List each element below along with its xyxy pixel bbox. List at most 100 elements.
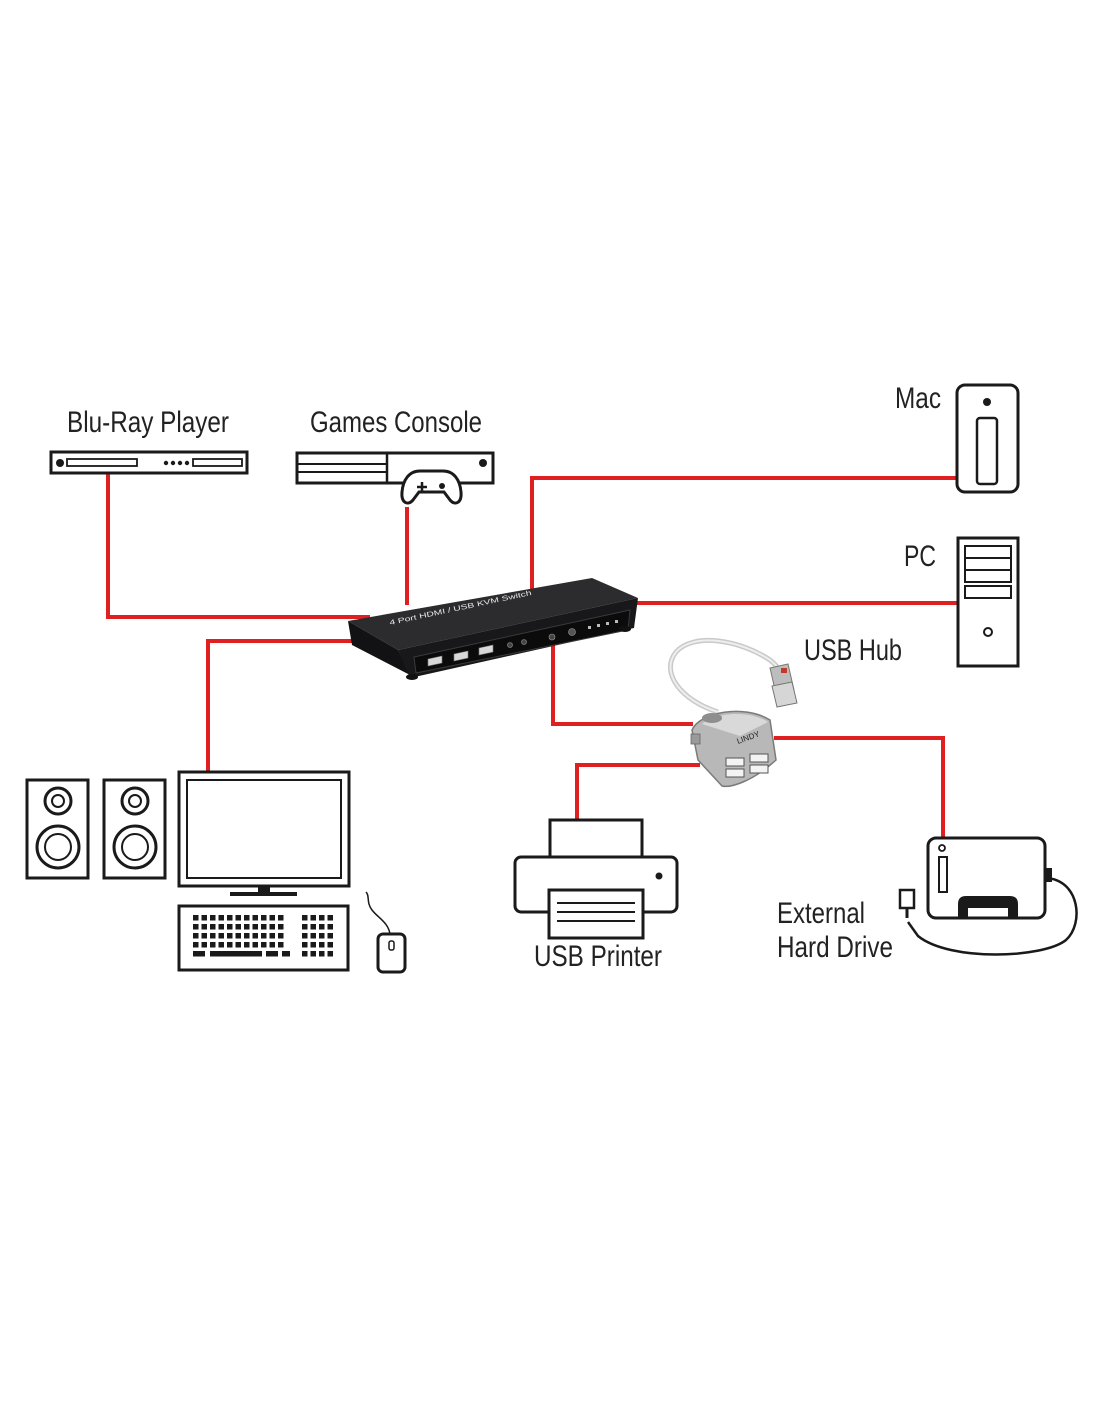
mac: Mac bbox=[895, 382, 1020, 494]
kvm-switch: 4 Port HDMI / USB KVM Switch bbox=[348, 578, 638, 680]
games-console: Games Console bbox=[295, 406, 495, 505]
keyboard-key bbox=[327, 951, 333, 957]
keyboard-key bbox=[210, 915, 216, 921]
keyboard-key bbox=[252, 924, 258, 930]
keyboard-key bbox=[252, 942, 258, 948]
mac-label: Mac bbox=[895, 382, 941, 415]
keyboard-key bbox=[327, 933, 333, 939]
usb-printer: USB Printer bbox=[513, 818, 679, 973]
keyboard-key bbox=[210, 942, 216, 948]
keyboard-key bbox=[210, 951, 262, 957]
usb-printer-label: USB Printer bbox=[534, 940, 662, 973]
cable-drive bbox=[774, 736, 945, 838]
keyboard-key bbox=[193, 951, 205, 957]
keyboard-key bbox=[235, 915, 241, 921]
keyboard-key bbox=[269, 915, 275, 921]
bluray-player-icon bbox=[49, 450, 249, 475]
keyboard-key bbox=[282, 951, 290, 957]
keyboard-key bbox=[302, 951, 308, 957]
hub-cable bbox=[668, 638, 787, 715]
cable-hub bbox=[551, 645, 693, 726]
keyboard-key bbox=[278, 915, 284, 921]
workstation bbox=[25, 770, 407, 974]
keyboard-key bbox=[319, 924, 325, 930]
usb-plug-icon bbox=[769, 663, 798, 708]
keyboard-key bbox=[193, 933, 199, 939]
cable-bluray bbox=[106, 474, 370, 619]
keyboard-key bbox=[218, 933, 224, 939]
keyboard-key bbox=[278, 933, 284, 939]
keyboard-key bbox=[193, 915, 199, 921]
keyboard-key bbox=[319, 915, 325, 921]
ext-drive-label-line1: External bbox=[777, 897, 865, 930]
keyboard-key bbox=[302, 942, 308, 948]
keyboard-key bbox=[327, 942, 333, 948]
keyboard-key bbox=[302, 924, 308, 930]
keyboard-key bbox=[319, 933, 325, 939]
keyboard-key bbox=[310, 924, 316, 930]
pc: PC bbox=[904, 536, 1020, 668]
keyboard-key bbox=[319, 951, 325, 957]
keyboard-key bbox=[244, 942, 250, 948]
usb-hub: USB Hub LINDY bbox=[668, 634, 902, 788]
keyboard-icon bbox=[177, 904, 350, 972]
keyboard-key bbox=[210, 924, 216, 930]
keyboard-key bbox=[261, 915, 267, 921]
keyboard-key bbox=[218, 942, 224, 948]
printer-icon bbox=[513, 818, 679, 940]
keyboard-key bbox=[261, 933, 267, 939]
cable-workstation bbox=[206, 639, 352, 771]
keyboard-key bbox=[244, 924, 250, 930]
game-controller-icon bbox=[400, 469, 463, 505]
games-label: Games Console bbox=[310, 406, 482, 439]
cable-mac bbox=[530, 476, 958, 590]
keyboard-key bbox=[227, 924, 233, 930]
keyboard-key bbox=[252, 915, 258, 921]
bluray-label: Blu-Ray Player bbox=[67, 406, 229, 439]
mouse-icon bbox=[365, 891, 407, 974]
keyboard-key bbox=[252, 933, 258, 939]
keyboard-key bbox=[201, 915, 207, 921]
bluray-player: Blu-Ray Player bbox=[49, 406, 249, 475]
speaker-left-icon bbox=[25, 778, 90, 880]
hub-usb-ports bbox=[725, 753, 769, 778]
keyboard-key bbox=[201, 924, 207, 930]
keyboard-key bbox=[266, 951, 278, 957]
keyboard-key bbox=[269, 924, 275, 930]
keyboard-key bbox=[310, 951, 316, 957]
keyboard-key bbox=[278, 942, 284, 948]
keyboard-key bbox=[261, 942, 267, 948]
keyboard-key bbox=[310, 942, 316, 948]
keyboard-key bbox=[269, 942, 275, 948]
pc-tower-icon bbox=[956, 536, 1020, 668]
keyboard-key bbox=[302, 933, 308, 939]
mac-tower-icon bbox=[955, 383, 1020, 494]
monitor-icon bbox=[177, 770, 351, 896]
keyboard-key bbox=[244, 915, 250, 921]
switch-jacks bbox=[507, 628, 576, 648]
keyboard-key bbox=[235, 933, 241, 939]
cables bbox=[106, 474, 958, 838]
keyboard-key bbox=[278, 924, 284, 930]
ext-drive-label-line2: Hard Drive bbox=[777, 931, 893, 964]
keyboard-key bbox=[310, 915, 316, 921]
usb-hub-icon: LINDY bbox=[690, 710, 777, 788]
keyboard-key bbox=[310, 933, 316, 939]
switch-usb-ports bbox=[427, 644, 494, 667]
keyboard-key bbox=[261, 924, 267, 930]
keyboard-key bbox=[193, 924, 199, 930]
keyboard-key bbox=[227, 942, 233, 948]
keyboard-key bbox=[218, 915, 224, 921]
usb-hub-label: USB Hub bbox=[804, 634, 902, 667]
keyboard-key bbox=[319, 942, 325, 948]
keyboard-key bbox=[235, 942, 241, 948]
keyboard-key bbox=[244, 933, 250, 939]
games-console-icon bbox=[295, 451, 495, 485]
keyboard-key bbox=[269, 933, 275, 939]
keyboard-key bbox=[327, 924, 333, 930]
keyboard-key bbox=[201, 942, 207, 948]
keyboard-key bbox=[201, 933, 207, 939]
switch-leds bbox=[588, 620, 618, 629]
pc-label: PC bbox=[904, 540, 936, 573]
